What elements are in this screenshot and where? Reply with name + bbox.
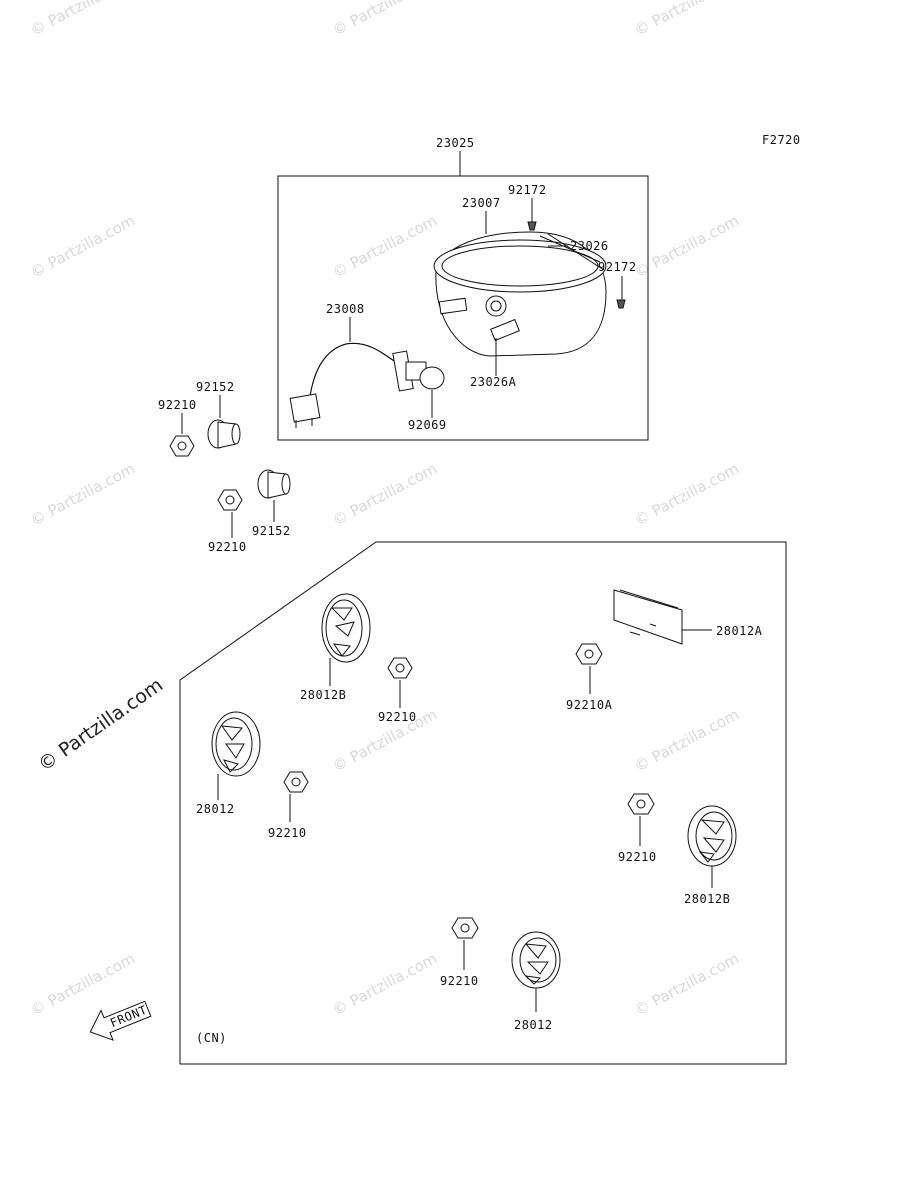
callout-92210-e: 92210: [268, 826, 307, 840]
reflector-b-top: [321, 593, 371, 663]
callout-92210-b: 92210: [208, 540, 247, 554]
callout-92152-a: 92152: [196, 380, 235, 394]
watermark-layer: © Partzilla.com © Partzilla.com © Partzi…: [27, 0, 742, 1020]
callout-92210-g: 92210: [440, 974, 479, 988]
callout-23007: 23007: [462, 196, 501, 210]
reflector-b-right: [687, 805, 737, 867]
collar-b: [257, 469, 291, 499]
nut-b: [217, 489, 243, 511]
callout-23026: 23026: [570, 239, 609, 253]
watermark: © Partzilla.com: [631, 459, 742, 529]
reflector-plate: [613, 589, 683, 645]
callout-28012-bottom: 28012: [514, 1018, 553, 1032]
reflector-bottom: [511, 931, 561, 989]
region-note: (CN): [196, 1031, 227, 1045]
reflector-left: [211, 711, 261, 777]
watermark: © Partzilla.com: [329, 949, 440, 1019]
callout-23025: 23025: [436, 136, 475, 150]
headlight-housing: [433, 231, 607, 357]
callout-28012B-top: 28012B: [300, 688, 346, 702]
callout-92210A: 92210A: [566, 698, 613, 712]
watermark: © Partzilla.com: [631, 0, 742, 40]
callout-23008: 23008: [326, 302, 365, 316]
callout-92210-c: 92210: [378, 710, 417, 724]
front-arrow-icon: FRONT: [89, 1000, 152, 1041]
assembly-box: [277, 175, 649, 441]
callout-28012B-right: 28012B: [684, 892, 730, 906]
wiring-harness: [289, 342, 405, 428]
callout-28012-left: 28012: [196, 802, 235, 816]
callout-92210-a: 92210: [158, 398, 197, 412]
nut-f: [627, 793, 655, 815]
callout-92152-b: 92152: [252, 524, 291, 538]
bulb: [392, 350, 445, 392]
callout-92172-top: 92172: [508, 183, 547, 197]
watermark: © Partzilla.com: [631, 949, 742, 1019]
collar-a: [207, 419, 241, 449]
nut-a: [169, 435, 195, 457]
callout-92069: 92069: [408, 418, 447, 432]
watermark: © Partzilla.com: [27, 459, 138, 529]
watermark: © Partzilla.com: [27, 0, 138, 40]
callout-23026A: 23026A: [470, 375, 517, 389]
nut-g: [451, 917, 479, 939]
callout-92210-f: 92210: [618, 850, 657, 864]
nut-d: [575, 643, 603, 665]
callout-92172-right: 92172: [598, 260, 637, 274]
front-label: FRONT: [108, 1003, 149, 1030]
nut-e: [283, 771, 309, 793]
figure-code: F2720: [762, 133, 801, 147]
watermark: © Partzilla.com: [631, 705, 742, 775]
watermark: © Partzilla.com: [27, 211, 138, 281]
watermark: © Partzilla.com: [27, 949, 138, 1019]
watermark: © Partzilla.com: [329, 0, 440, 40]
nut-c: [387, 657, 413, 679]
callout-28012A: 28012A: [716, 624, 763, 638]
watermark-main: © Partzilla.com: [34, 674, 167, 776]
watermark: © Partzilla.com: [329, 211, 440, 281]
watermark: © Partzilla.com: [329, 459, 440, 529]
reflector-box: [179, 541, 787, 1065]
